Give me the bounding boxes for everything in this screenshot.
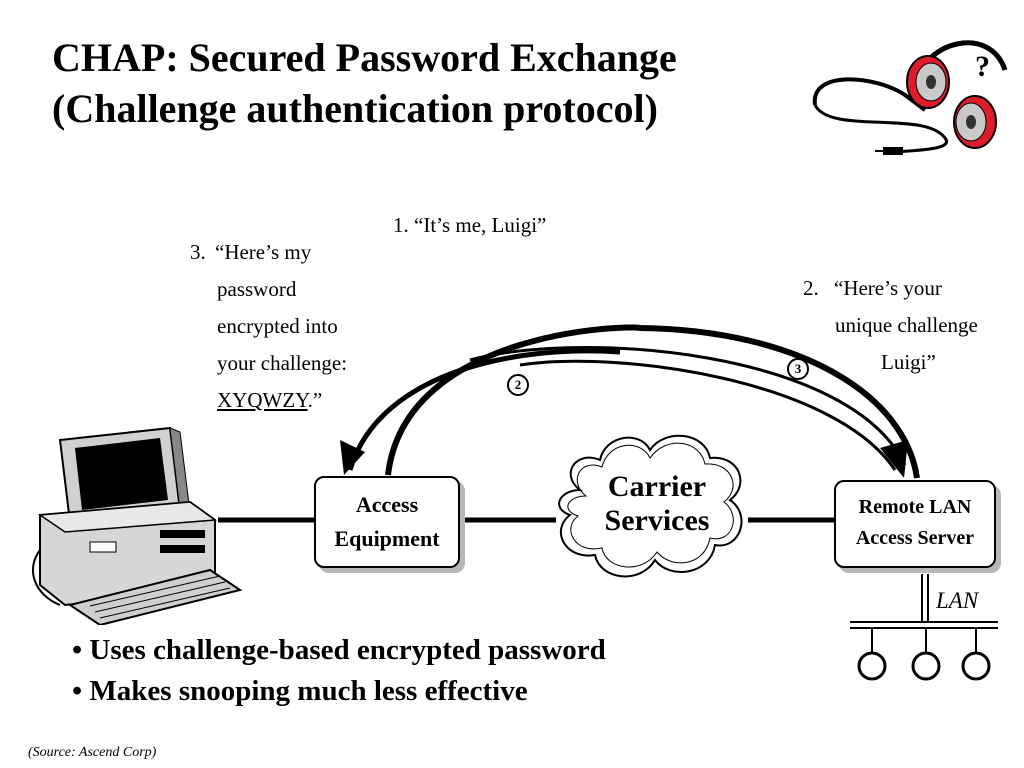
source-citation: (Source: Ascend Corp): [28, 745, 157, 760]
access-equipment-line2: Equipment: [334, 526, 440, 551]
step-3-line2: password: [217, 277, 297, 301]
access-equipment-box: Access Equipment: [314, 476, 460, 568]
arc-step2-challenge-back: [469, 346, 907, 466]
arc-step2-challenge-back-2: [519, 359, 897, 471]
step-3-line1: “Here’s my: [215, 240, 312, 264]
step-3-code-suffix: .”: [307, 388, 323, 412]
carrier-line2: Services: [604, 504, 710, 537]
headphones-question-mark: ?: [975, 50, 990, 83]
step-3-line3: encrypted into: [217, 314, 338, 338]
headphones-icon: ?: [812, 40, 1008, 155]
step-2-label: 2. “Here’s your unique challenge Luigi”: [803, 270, 978, 381]
step-marker-3: 3: [787, 358, 809, 380]
carrier-cloud-icon: [558, 434, 743, 578]
step-marker-2: 2: [507, 374, 529, 396]
arrow-head-left: [340, 440, 365, 475]
arc-step3-password: [347, 348, 621, 471]
remote-server-line2: Access Server: [855, 527, 975, 549]
computer-icon: [31, 426, 243, 625]
access-equipment-line1: Access: [355, 492, 419, 517]
title-line-2: (Challenge authentication protocol): [52, 86, 658, 131]
carrier-line1: Carrier: [607, 470, 707, 503]
arrow-head-right: [880, 440, 908, 478]
step-3-line4: your challenge:: [217, 351, 348, 375]
title-line-1: CHAP: Secured Password Exchange: [52, 35, 677, 80]
carrier-services-label: Carrier Services: [587, 470, 727, 538]
remote-lan-access-server-box: Remote LAN Access Server: [834, 480, 996, 568]
lan-bus: [850, 574, 998, 681]
step-2-number: 2.: [803, 276, 819, 300]
lan-label: LAN: [936, 588, 979, 613]
step-2-line1: “Here’s your: [834, 276, 942, 300]
bullet-item: • Uses challenge-based encrypted passwor…: [72, 634, 606, 666]
step-1-label: 1. “It’s me, Luigi”: [393, 213, 547, 237]
bullet-item: • Makes snooping much less effective: [72, 675, 528, 707]
step-3-line5: XYQWZY.”: [217, 382, 347, 419]
step-3-number: 3.: [190, 240, 206, 264]
page-title: CHAP: Secured Password Exchange (Challen…: [52, 32, 677, 134]
step-3-code: XYQWZY: [217, 388, 308, 412]
step-2-line3: Luigi”: [881, 350, 936, 374]
step-2-line2: unique challenge: [835, 313, 978, 337]
bullet-text-2: Makes snooping much less effective: [89, 675, 528, 707]
step-3-label: 3. “Here’s my password encrypted into yo…: [190, 234, 347, 419]
bullet-text-1: Uses challenge-based encrypted password: [89, 634, 606, 666]
remote-server-line1: Remote LAN: [858, 496, 972, 518]
bullet-list: • Uses challenge-based encrypted passwor…: [72, 630, 606, 712]
